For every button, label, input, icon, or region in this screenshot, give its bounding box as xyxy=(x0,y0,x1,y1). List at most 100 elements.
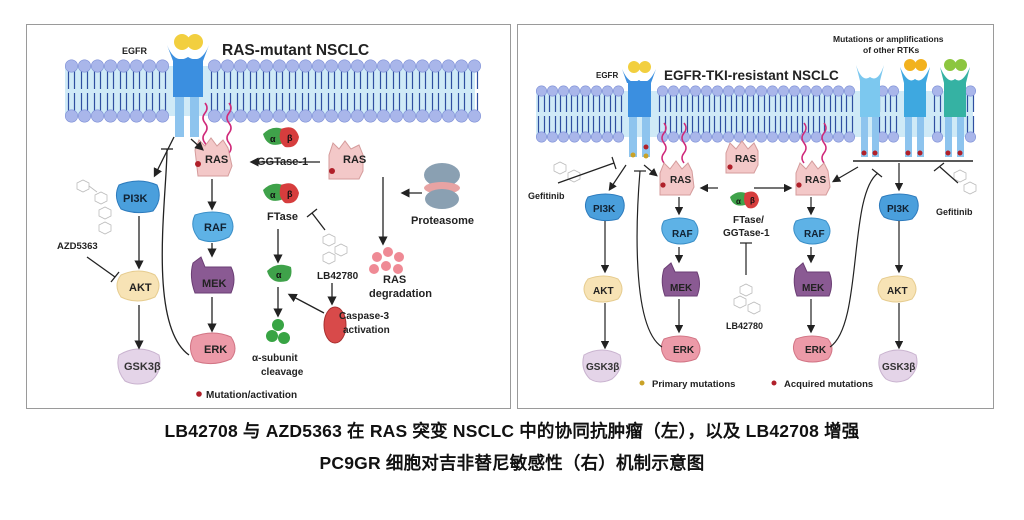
proteasome-label: Proteasome xyxy=(411,215,474,227)
lipid-tail xyxy=(779,95,788,133)
svg-text:PI3K: PI3K xyxy=(887,204,910,215)
lipid-head xyxy=(285,109,299,123)
svg-text:RAS: RAS xyxy=(735,154,756,165)
lipid-head xyxy=(657,85,669,97)
svg-text:MEK: MEK xyxy=(802,283,825,294)
legend-mutation-label: Mutation/activation xyxy=(206,390,297,401)
lipid-head xyxy=(324,59,338,73)
right-panel-egfr-tki-resistant: Mutations or amplifications of other RTK… xyxy=(517,24,994,409)
lipid-tail xyxy=(158,70,167,112)
lipid-head xyxy=(821,85,833,97)
lipid-head xyxy=(467,109,481,123)
cleavage-label-1: α-subunit xyxy=(252,353,298,364)
lipid-head xyxy=(324,109,338,123)
lipid-head xyxy=(130,109,144,123)
lipid-tail xyxy=(379,70,388,112)
ras-node-membrane: RAS xyxy=(194,137,233,177)
lipid-tail xyxy=(581,95,590,133)
lipid-head xyxy=(832,131,844,143)
lipid-tail xyxy=(669,95,678,133)
gsk3b-node: GSK3β xyxy=(117,348,161,385)
lipid-head xyxy=(298,59,312,73)
caspase-label-2: activation xyxy=(343,325,390,336)
lipid-head xyxy=(832,85,844,97)
lipid-head xyxy=(788,131,800,143)
alpha-subunit-fragments xyxy=(266,319,290,344)
lipid-head xyxy=(273,59,287,73)
svg-text:RAS: RAS xyxy=(343,154,366,166)
lipid-anchor xyxy=(226,102,232,154)
lipid-tail xyxy=(845,95,854,133)
lipid-head xyxy=(788,85,800,97)
svg-text:AKT: AKT xyxy=(887,286,908,297)
figure-caption-line-1: LB42708 与 AZD5363 在 RAS 突变 NSCLC 中的协同抗肿瘤… xyxy=(164,421,860,441)
svg-text:GSK3β: GSK3β xyxy=(882,362,915,373)
lipid-head xyxy=(613,131,625,143)
lipid-head xyxy=(810,85,822,97)
ras-node-right: RAS xyxy=(795,160,831,196)
lipid-head xyxy=(535,131,547,143)
lipid-head xyxy=(260,109,274,123)
mek-node-left: MEK xyxy=(661,262,700,297)
lipid-head xyxy=(964,85,976,97)
erk-node-left: ERK xyxy=(660,335,701,363)
lipid-head xyxy=(568,85,580,97)
lipid-head xyxy=(546,131,558,143)
lipid-head xyxy=(767,131,779,143)
lipid-head xyxy=(613,85,625,97)
egfr-receptor xyxy=(622,61,656,159)
svg-text:β: β xyxy=(287,133,293,143)
legend-primary-label: Primary mutations xyxy=(652,379,735,390)
cell-membrane xyxy=(64,59,481,123)
lipid-head xyxy=(91,109,105,123)
lipid-head xyxy=(441,59,455,73)
lipid-anchors xyxy=(661,122,827,164)
svg-text:GGTase-1: GGTase-1 xyxy=(723,228,770,239)
lipid-head xyxy=(273,109,287,123)
akt-node: AKT xyxy=(116,270,160,302)
lipid-head xyxy=(221,59,235,73)
erk-node-right: ERK xyxy=(792,335,833,363)
lipid-tail xyxy=(746,95,755,133)
lipid-head xyxy=(77,59,91,73)
lipid-tail xyxy=(288,70,297,112)
panel-title: RAS-mutant NSCLC xyxy=(222,42,369,59)
lipid-head xyxy=(887,131,899,143)
egfr-receptor xyxy=(167,34,209,137)
lipid-head xyxy=(234,59,248,73)
lipid-tail xyxy=(801,95,810,133)
lipid-head xyxy=(579,131,591,143)
lipid-tail xyxy=(457,70,466,112)
lipid-head xyxy=(311,59,325,73)
azd5363-structure-icon xyxy=(76,179,112,235)
lipid-head xyxy=(91,59,105,73)
lipid-head xyxy=(546,85,558,97)
ras-degradation-label-1: RAS xyxy=(383,274,406,286)
lipid-tail xyxy=(470,70,479,112)
lipid-head xyxy=(311,109,325,123)
lipid-head xyxy=(745,131,757,143)
lipid-tail xyxy=(353,70,362,112)
lipid-tail xyxy=(262,70,271,112)
svg-text:ERK: ERK xyxy=(673,345,695,356)
lipid-tail xyxy=(418,70,427,112)
lipid-head xyxy=(701,85,713,97)
lipid-tail xyxy=(327,70,336,112)
gsk3b-node-right: GSK3β xyxy=(878,349,918,383)
gefitinib-label-left: Gefitinib xyxy=(528,191,565,201)
legend-primary-dot xyxy=(639,380,645,386)
lipid-tail xyxy=(966,95,975,133)
lipid-head xyxy=(712,85,724,97)
lipid-head xyxy=(557,131,569,143)
lipid-anchor xyxy=(202,102,208,154)
lipid-head xyxy=(117,59,131,73)
lipid-tail xyxy=(93,70,102,112)
svg-text:MEK: MEK xyxy=(670,283,693,294)
lipid-head xyxy=(208,109,222,123)
ras-node-free: RAS xyxy=(328,140,366,180)
svg-text:PI3K: PI3K xyxy=(123,193,148,205)
lipid-head xyxy=(156,59,170,73)
lipid-tail xyxy=(724,95,733,133)
lipid-tail xyxy=(275,70,284,112)
lipid-head xyxy=(591,131,603,143)
